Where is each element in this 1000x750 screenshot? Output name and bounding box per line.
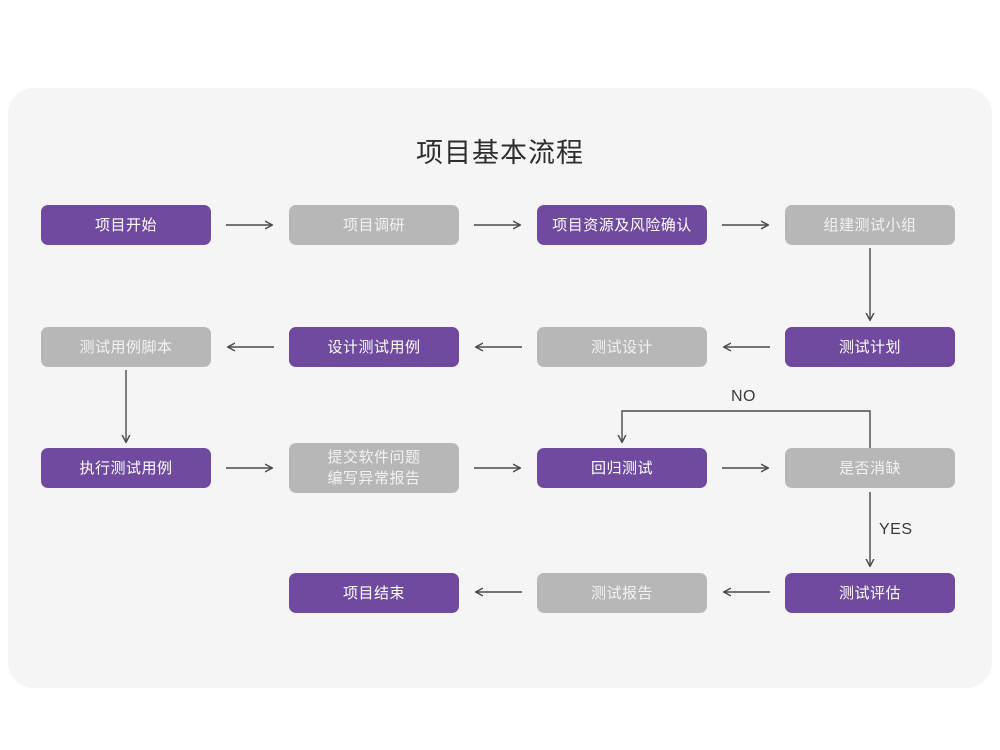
node-label: 测试用例脚本 [79, 338, 173, 356]
node-label: 测试计划 [838, 338, 901, 356]
node-label: 测试设计 [590, 338, 653, 356]
node-label: 测试报告 [590, 584, 653, 602]
node-build-test-team[interactable]: 组建测试小组 [785, 205, 955, 245]
node-label: 项目开始 [94, 216, 157, 234]
node-label: 项目调研 [342, 216, 405, 234]
node-label: 测试评估 [838, 584, 901, 602]
node-label-line1: 提交软件问题 [327, 449, 421, 466]
node-submit-issue-report[interactable]: 提交软件问题 编写异常报告 [289, 443, 459, 493]
node-project-research[interactable]: 项目调研 [289, 205, 459, 245]
node-label: 组建测试小组 [823, 216, 917, 234]
node-test-report[interactable]: 测试报告 [537, 573, 707, 613]
edge-label-yes: YES [879, 521, 913, 538]
node-label-line2: 编写异常报告 [327, 470, 421, 487]
node-label: 项目资源及风险确认 [552, 216, 692, 234]
node-is-defect-cleared[interactable]: 是否消缺 [785, 448, 955, 488]
node-label: 回归测试 [590, 459, 653, 477]
node-test-design[interactable]: 测试设计 [537, 327, 707, 367]
node-regression-test[interactable]: 回归测试 [537, 448, 707, 488]
node-resource-risk-confirm[interactable]: 项目资源及风险确认 [537, 205, 707, 245]
node-design-test-case[interactable]: 设计测试用例 [289, 327, 459, 367]
edge-label-no: NO [731, 388, 756, 405]
node-test-case-script[interactable]: 测试用例脚本 [41, 327, 211, 367]
node-label: 是否消缺 [838, 459, 901, 477]
node-execute-test-case[interactable]: 执行测试用例 [41, 448, 211, 488]
node-label: 项目结束 [342, 584, 405, 602]
node-label: 设计测试用例 [327, 338, 421, 356]
node-project-end[interactable]: 项目结束 [289, 573, 459, 613]
node-test-evaluation[interactable]: 测试评估 [785, 573, 955, 613]
node-project-start[interactable]: 项目开始 [41, 205, 211, 245]
node-test-plan[interactable]: 测试计划 [785, 327, 955, 367]
page-title: 项目基本流程 [416, 138, 584, 168]
node-label: 执行测试用例 [79, 459, 173, 477]
